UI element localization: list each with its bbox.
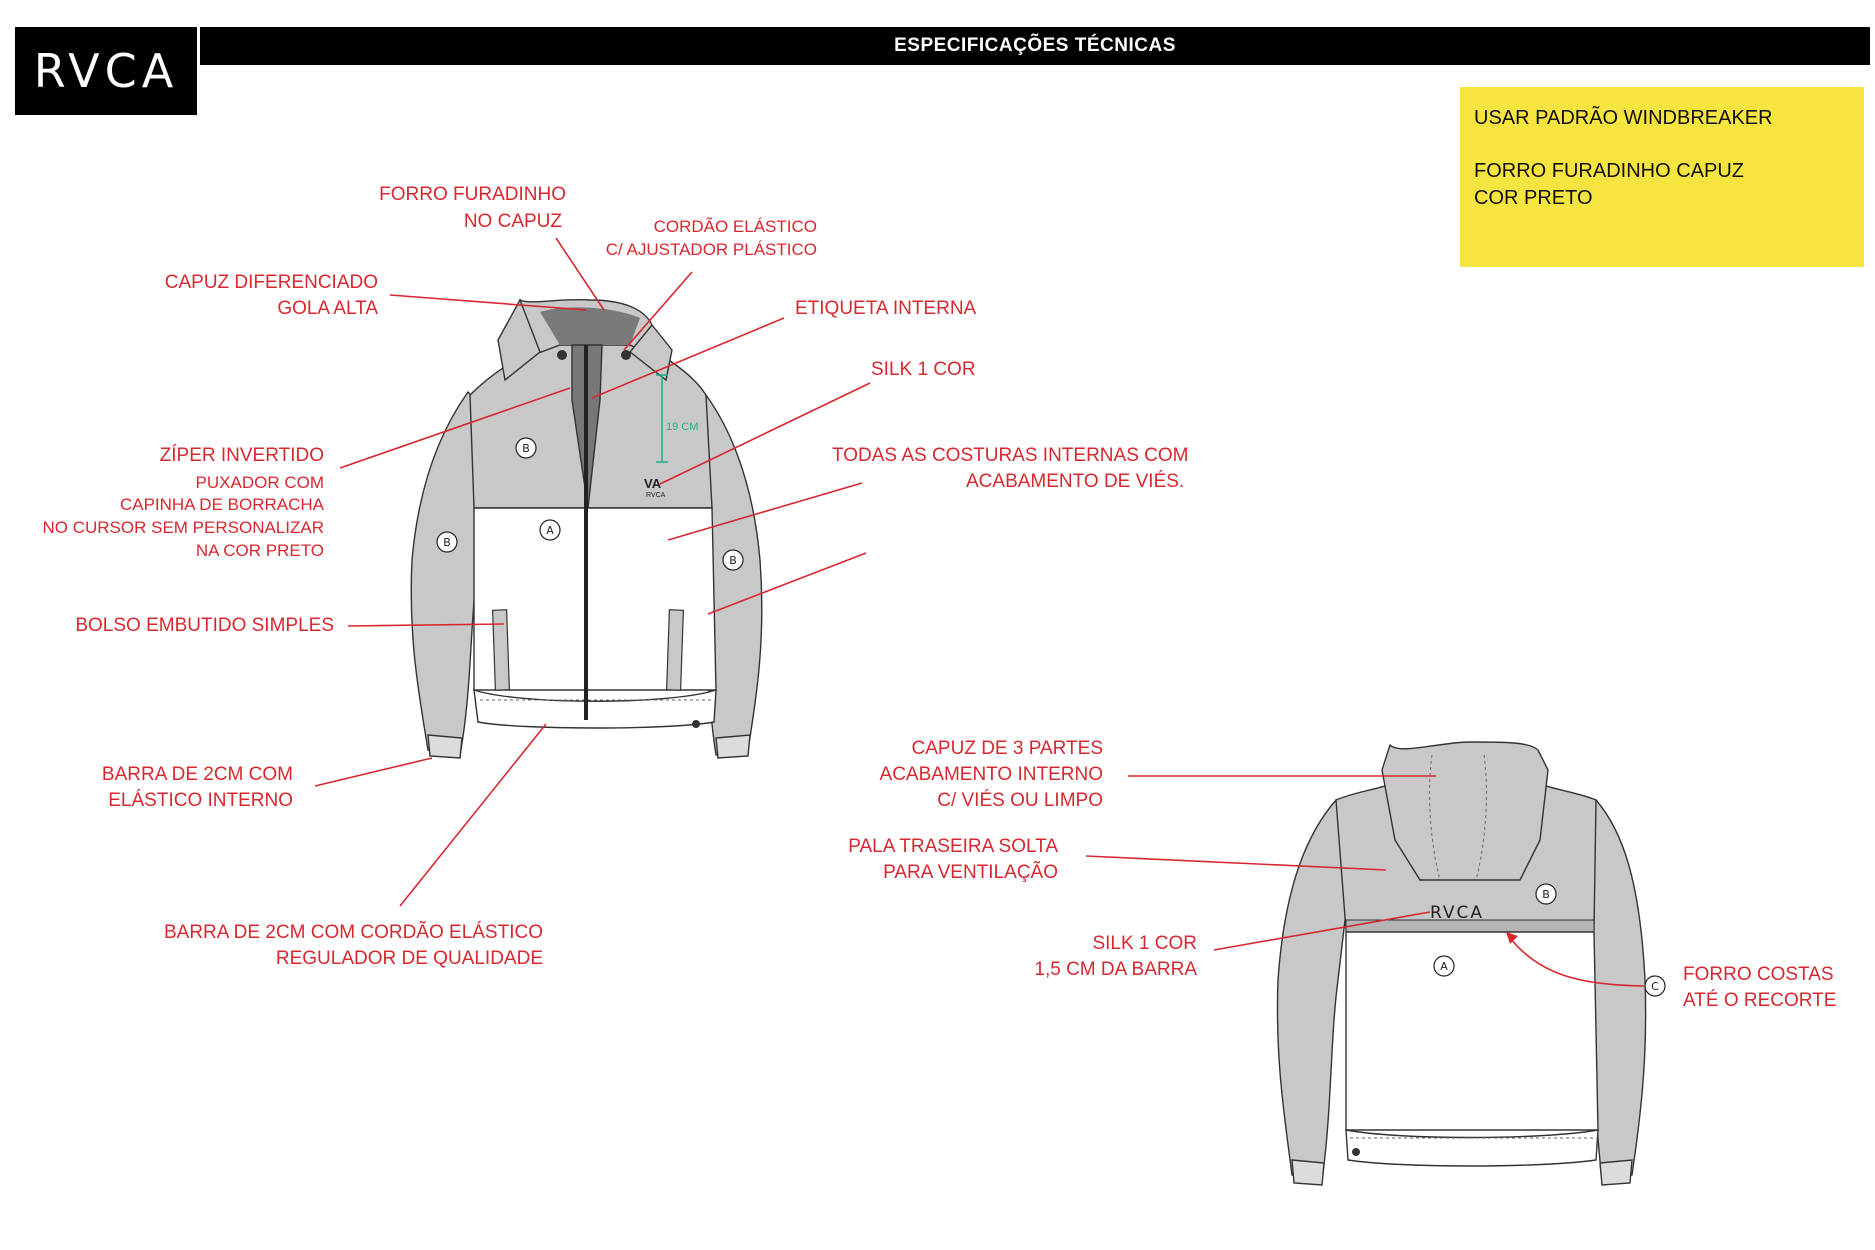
front-hem-stopper [692, 720, 700, 728]
label-costuras-1: TODAS AS COSTURAS INTERNAS COM [832, 445, 1188, 466]
label-forro-costas-1: FORRO COSTAS [1683, 964, 1834, 985]
label-ziper-2: PUXADOR COM [196, 473, 324, 492]
label-etiqueta-interna: ETIQUETA INTERNA [795, 298, 977, 319]
label-ziper-4: NO CURSOR SEM PERSONALIZAR [43, 518, 325, 537]
svg-text:C: C [1651, 980, 1659, 993]
logo-measure-text: 19 CM [666, 421, 698, 433]
back-labels: CAPUZ DE 3 PARTES ACABAMENTO INTERNO C/ … [848, 738, 1836, 1011]
front-jacket: 19 CM VA RVCA [410, 298, 763, 759]
label-costuras-2: ACABAMENTO DE VIÉS. [966, 471, 1184, 492]
label-forro-costas-2: ATÉ O RECORTE [1683, 990, 1836, 1011]
svg-text:B: B [522, 442, 530, 455]
note-line-pattern: USAR PADRÃO WINDBREAKER [1474, 107, 1773, 129]
back-hem-stopper [1352, 1148, 1360, 1156]
front-cord-stopper-left [557, 350, 567, 360]
label-barra-cordao-2: REGULADOR DE QUALIDADE [276, 948, 543, 969]
front-piece-code-b-right-sleeve: B [722, 549, 744, 571]
label-capuz-diferenciado-2: GOLA ALTA [277, 298, 378, 319]
back-left-cuff [1291, 1159, 1325, 1186]
back-jacket: RVCA [1276, 741, 1647, 1186]
note-line-lining: FORRO FURADINHO CAPUZ [1474, 160, 1744, 182]
front-cord-stopper-right [621, 350, 631, 360]
label-pala-1: PALA TRASEIRA SOLTA [848, 836, 1058, 857]
front-right-cuff [715, 734, 751, 759]
brand-logo: RVCA [15, 27, 197, 115]
label-ziper-3: CAPINHA DE BORRACHA [120, 495, 325, 514]
label-ziper-1: ZÍPER INVERTIDO [160, 445, 324, 466]
label-cordao-2: C/ AJUSTADOR PLÁSTICO [606, 240, 817, 259]
front-chest-logo-mark: VA [644, 476, 662, 491]
label-bolso: BOLSO EMBUTIDO SIMPLES [75, 615, 334, 636]
page-title: ESPECIFICAÇÕES TÉCNICAS [200, 27, 1870, 65]
svg-text:B: B [729, 554, 737, 567]
front-labels: FORRO FURADINHO NO CAPUZ CORDÃO ELÁSTICO… [43, 184, 1189, 969]
label-forro-capuz-2: NO CAPUZ [464, 211, 563, 232]
front-left-sleeve [410, 390, 493, 756]
back-left-sleeve [1276, 798, 1353, 1181]
spec-note-box: USAR PADRÃO WINDBREAKER FORRO FURADINHO … [1460, 87, 1864, 267]
label-silk-front: SILK 1 COR [871, 359, 976, 380]
front-hood-sides [497, 298, 673, 382]
svg-text:B: B [443, 536, 451, 549]
label-forro-capuz-1: FORRO FURADINHO [379, 184, 566, 205]
svg-text:A: A [1440, 960, 1448, 973]
front-chest-logo-text: RVCA [646, 492, 666, 499]
label-back-silk-1: SILK 1 COR [1092, 933, 1197, 954]
label-pala-2: PARA VENTILAÇÃO [883, 861, 1058, 883]
front-piece-code-a-body: A [539, 519, 561, 541]
label-back-capuz-3: C/ VIÉS OU LIMPO [937, 790, 1103, 811]
label-back-capuz-2: ACABAMENTO INTERNO [880, 764, 1103, 785]
label-barra-cordao-1: BARRA DE 2CM COM CORDÃO ELÁSTICO [164, 921, 543, 943]
label-back-capuz-1: CAPUZ DE 3 PARTES [912, 738, 1103, 759]
back-leader-lines [1085, 775, 1645, 987]
note-line-color: COR PRETO [1474, 187, 1593, 209]
label-barra-manga-2: ELÁSTICO INTERNO [108, 790, 293, 811]
back-piece-code-b: B [1535, 883, 1557, 905]
label-back-silk-2: 1,5 CM DA BARRA [1034, 959, 1197, 980]
back-hood [1381, 741, 1549, 881]
back-right-cuff [1599, 1159, 1633, 1186]
front-hood-lining [540, 307, 640, 345]
label-barra-manga-1: BARRA DE 2CM COM [102, 764, 293, 785]
front-piece-code-b-chest: B [515, 437, 537, 459]
back-piece-code-c: C [1644, 975, 1666, 997]
front-left-cuff [427, 734, 463, 759]
svg-text:A: A [546, 524, 554, 537]
label-capuz-diferenciado-1: CAPUZ DIFERENCIADO [165, 272, 378, 293]
front-leader-lines [314, 237, 871, 907]
svg-text:B: B [1542, 888, 1550, 901]
label-cordao-1: CORDÃO ELÁSTICO [654, 217, 817, 236]
front-pocket-left [491, 609, 511, 691]
back-body-panel [1345, 931, 1599, 1131]
front-hem-band [473, 688, 717, 729]
back-piece-code-a: A [1433, 955, 1455, 977]
front-piece-code-b-left-sleeve: B [436, 531, 458, 553]
front-pocket-right [665, 609, 685, 691]
back-hem-band [1345, 1129, 1599, 1167]
back-logo: RVCA [1430, 903, 1484, 923]
label-ziper-5: NA COR PRETO [196, 541, 324, 560]
